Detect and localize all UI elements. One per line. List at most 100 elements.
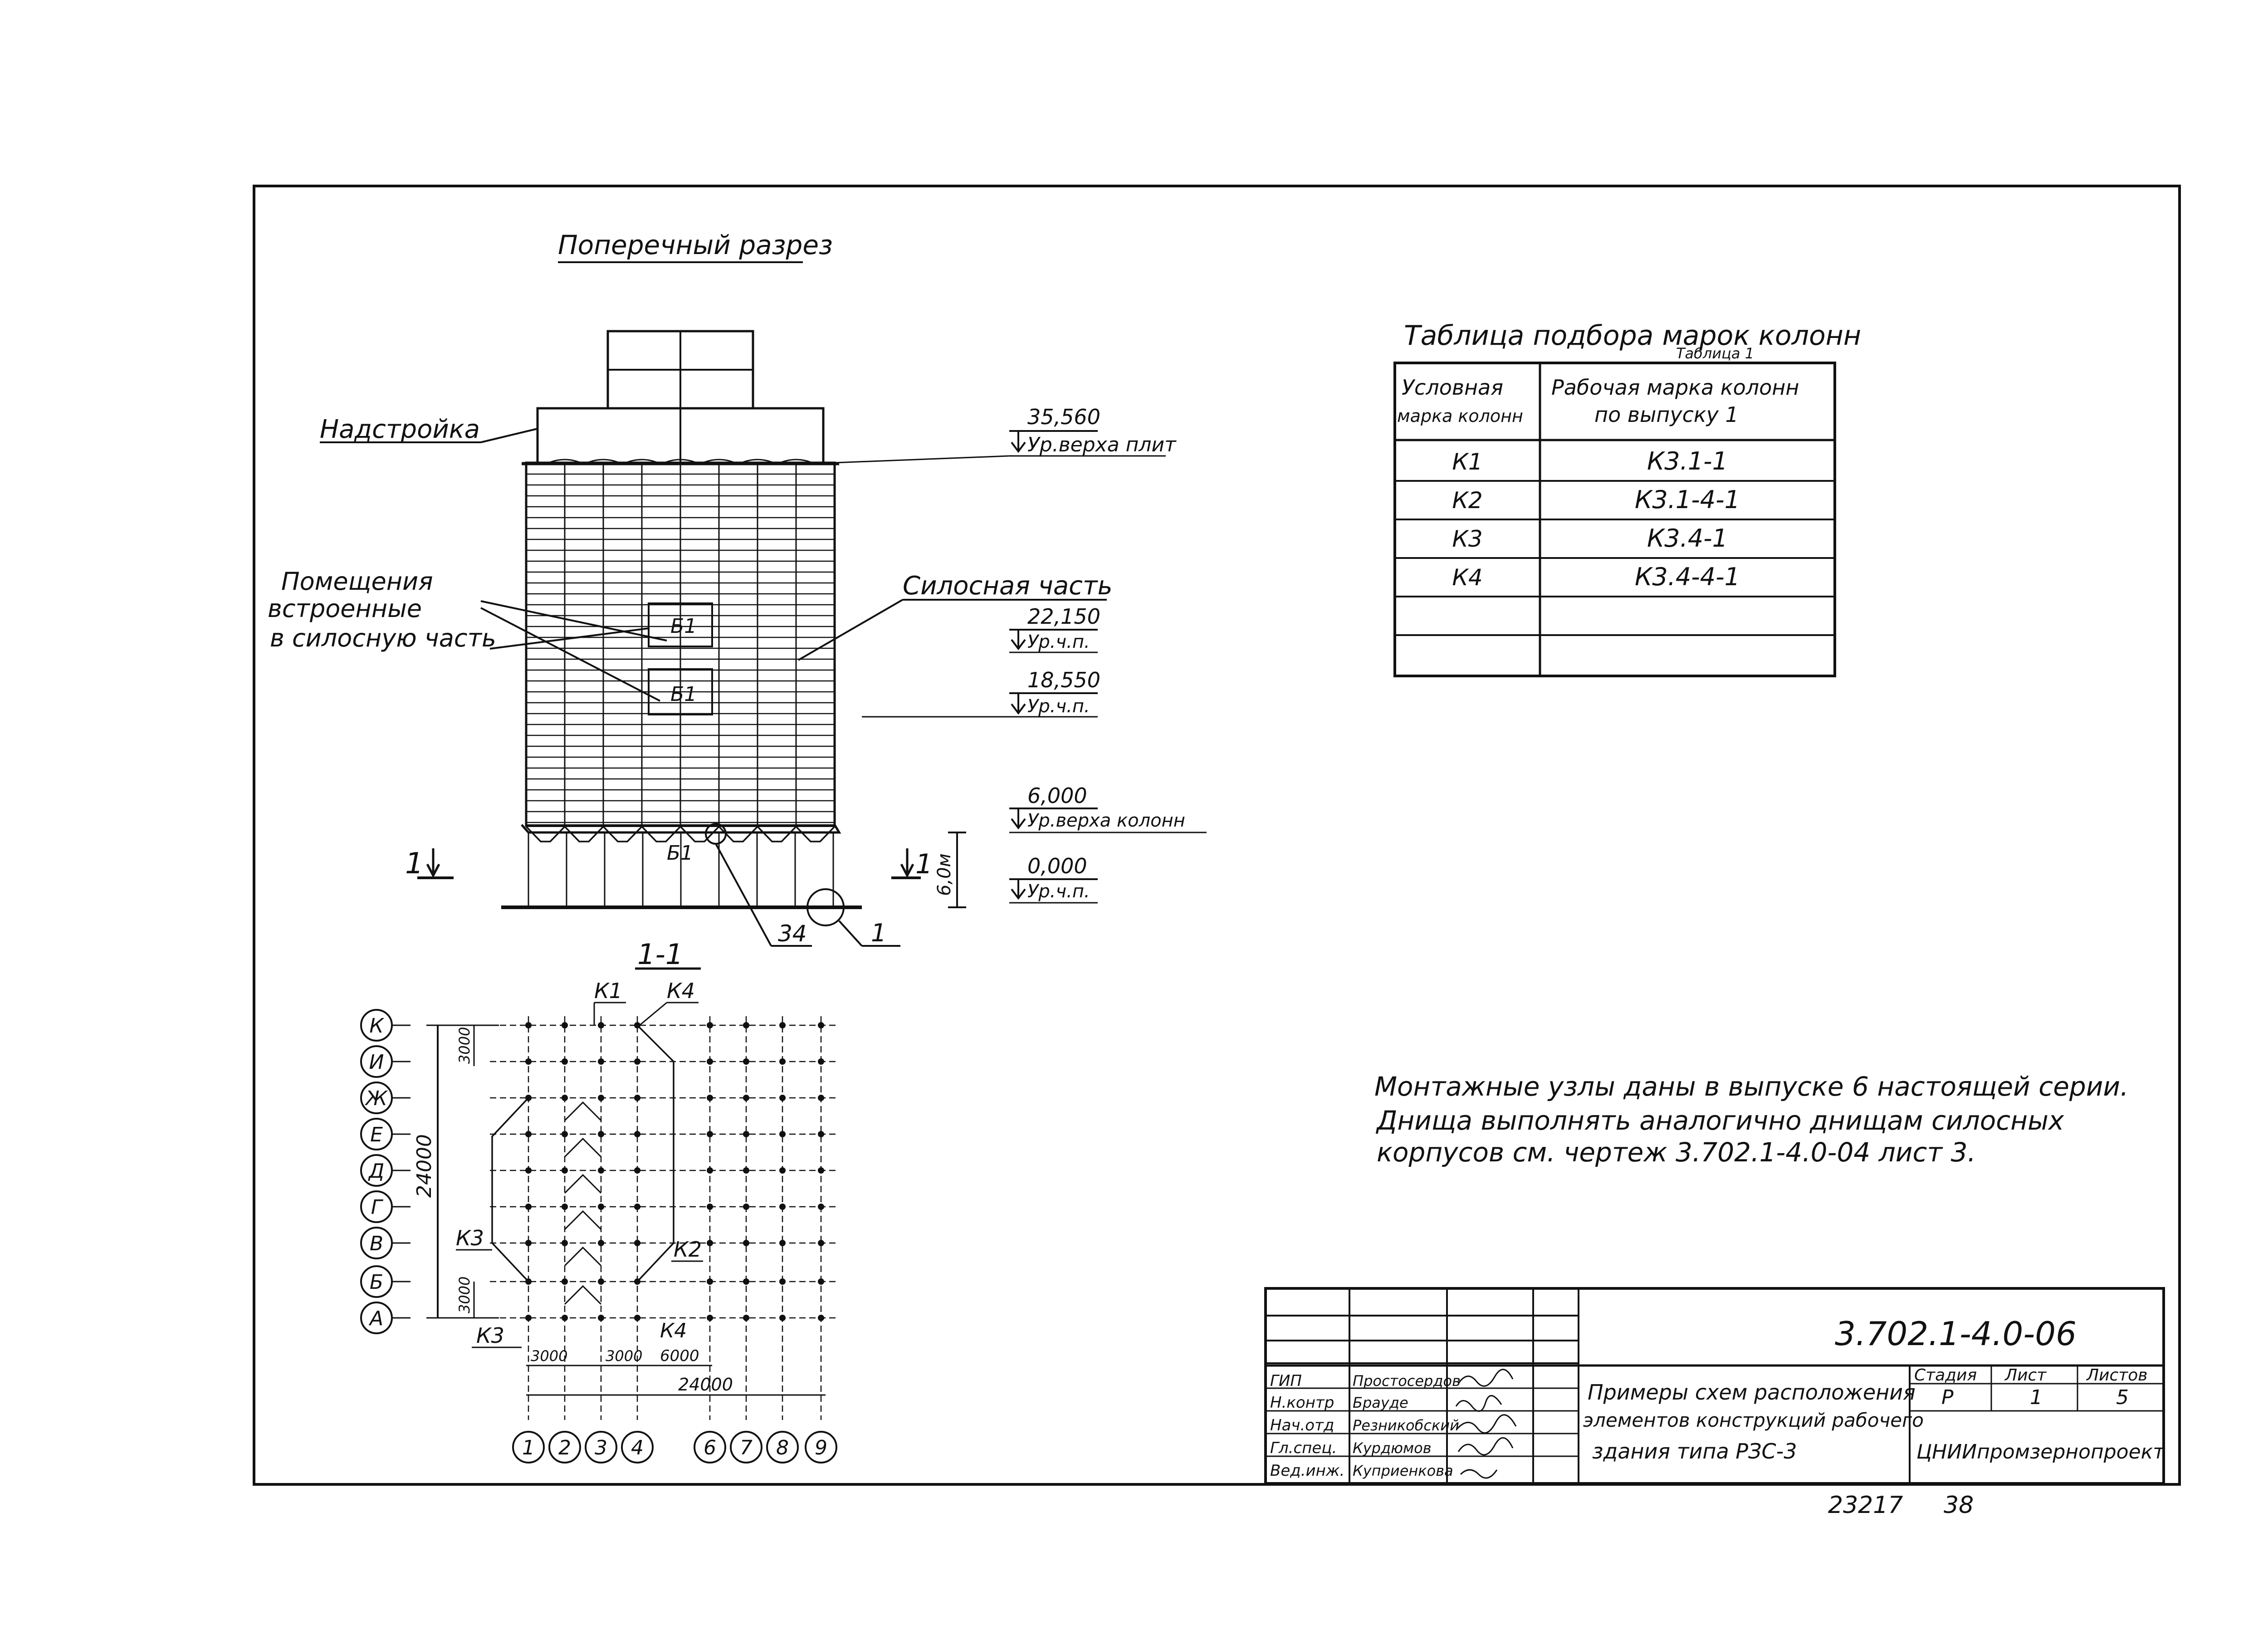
elevation-22150: 22,150 Ур.ч.п. (1009, 604, 1100, 653)
elevation-value: 22,150 (1027, 604, 1100, 629)
column-axis-label: 6 (704, 1436, 716, 1459)
mark-k3-bottom: К3 (476, 1323, 504, 1348)
table-cell-mark: К1 (1452, 449, 1482, 475)
inventory-number: 23217 (1828, 1492, 1903, 1519)
cut-marker-left: 1 (405, 847, 424, 881)
column-axis-bubble (766, 1431, 799, 1463)
table-cell-working-mark: К3.4-1 (1647, 524, 1728, 553)
node-34-label: 34 (778, 920, 807, 947)
table-cell-working-mark: К3.1-1 (1647, 447, 1728, 475)
node-1-label: 1 (871, 919, 886, 947)
sheet-label: Лист (2004, 1366, 2047, 1385)
column-axis-bubble (730, 1431, 763, 1463)
elevation-note: Ур.верха колонн (1027, 810, 1185, 831)
label-superstructure: Надстройка (320, 415, 480, 444)
elevation-6000: 6,000 Ур.верха колонн (1009, 783, 1207, 833)
row-axis-label: Г (371, 1196, 384, 1219)
silo-grid (522, 459, 839, 826)
description-line-3: здания типа РЗС-3 (1592, 1439, 1797, 1463)
description-line-1: Примеры схем расположения (1588, 1380, 1916, 1405)
mark-k1: К1 (594, 979, 622, 1003)
row-axis-label: А (368, 1307, 383, 1330)
section-title: Поперечный разрез (558, 230, 833, 260)
elevation-0000: 0,000 Ур.ч.п. (1009, 854, 1098, 904)
column-axis-label: 7 (740, 1436, 753, 1459)
document-code: 3.702.1-4.0-06 (1835, 1315, 2077, 1353)
column-axis-label: 8 (776, 1436, 789, 1459)
role-3: Гл.спец. (1270, 1439, 1337, 1457)
row-axis-label: К (369, 1014, 384, 1038)
table-subtitle: Таблица 1 (1676, 345, 1754, 362)
elevation-note: Ур.ч.п. (1027, 696, 1090, 717)
label-rooms-3: в силосную часть (270, 624, 496, 652)
table-cell-mark: К4 (1452, 564, 1482, 591)
plan-grid (490, 1016, 839, 1420)
name-4: Куприенкова (1353, 1462, 1453, 1479)
room-mark-lower: Б1 (670, 683, 697, 706)
role-4: Вед.инж. (1270, 1462, 1344, 1480)
elevation-note: Ур.верха плит (1027, 433, 1177, 456)
plan-title: 1-1 (637, 938, 683, 971)
role-1: Н.контр (1270, 1394, 1334, 1412)
elevation-value: 18,550 (1027, 668, 1100, 692)
column-axis-label: 3 (595, 1436, 607, 1459)
row-axis-label: Ж (364, 1087, 388, 1110)
room-mark-bottom: Б1 (667, 842, 693, 865)
elevation-value: 0,000 (1027, 854, 1087, 878)
table-cell-mark: К2 (1452, 487, 1482, 514)
node-1-circle (807, 888, 845, 926)
page-number: 38 (1944, 1492, 1974, 1519)
name-2: Резникобский (1353, 1417, 1459, 1434)
header-col2-line1: Рабочая марка колонн (1551, 375, 1799, 400)
sheet-frame (253, 185, 2181, 1486)
room-box-upper (648, 602, 713, 647)
sheet-value: 1 (2030, 1386, 2043, 1409)
table-title: Таблица подбора марок колонн (1404, 320, 1861, 352)
cross-section: Поперечный разрез Б1 Б1 Б1 34 1 1 (268, 230, 1207, 947)
note-line-3: корпусов см. чертеж 3.702.1-4.0-04 лист … (1377, 1137, 1976, 1168)
column-axis-label: 1 (522, 1436, 535, 1459)
hopper-row (521, 824, 841, 907)
column-axis-bubble (512, 1431, 545, 1463)
name-1: Брауде (1353, 1394, 1408, 1411)
table-cell-working-mark: К3.4-4-1 (1635, 563, 1740, 591)
room-mark-upper: Б1 (670, 615, 697, 638)
label-silo-part: Силосная часть (903, 571, 1113, 601)
column-axis-bubble (694, 1431, 726, 1463)
stage-label: Стадия (1914, 1366, 1977, 1385)
column-axis-bubble (805, 1431, 837, 1463)
header-col2-line2: по выпуску 1 (1594, 402, 1739, 427)
sheets-label: Листов (2086, 1366, 2147, 1385)
dim-vertical-bottom: 3000 (456, 1277, 473, 1313)
row-axis-label: Б (370, 1271, 383, 1294)
signatures (1455, 1369, 1517, 1479)
mark-k3-left: К3 (456, 1226, 484, 1250)
cut-marker-right: 1 (915, 848, 933, 880)
role-2: Нач.отд (1270, 1416, 1334, 1434)
title-block: 3.702.1-4.0-06 ГИП Н.контр Нач.отд Гл.сп… (1264, 1287, 2165, 1485)
dim-vertical-top: 3000 (456, 1027, 473, 1064)
role-0: ГИП (1270, 1372, 1302, 1390)
elevation-18550: 18,550 Ур.ч.п. (862, 668, 1100, 718)
notes: Монтажные узлы даны в выпуске 6 настояще… (1374, 1071, 2129, 1168)
table-cell-mark: К3 (1452, 526, 1482, 552)
row-axis-label: И (369, 1051, 384, 1074)
elevation-note: Ур.ч.п. (1027, 631, 1090, 652)
column-axis-label: 2 (558, 1436, 571, 1459)
dim-h-total: 24000 (678, 1375, 733, 1395)
name-3: Курдюмов (1353, 1439, 1432, 1457)
label-rooms-1: Помещения (281, 567, 433, 596)
note-line-1: Монтажные узлы даны в выпуске 6 настояще… (1374, 1071, 2129, 1102)
elevation-value: 6,000 (1027, 783, 1087, 808)
organization: ЦНИИпромзернопроект (1916, 1440, 2165, 1463)
row-axis-label: Е (370, 1123, 383, 1146)
mark-k4-bottom: К4 (660, 1319, 687, 1342)
stage-value: Р (1941, 1386, 1954, 1409)
elevation-35560: 35,560 Ур.верха плит (834, 405, 1177, 464)
dim-h-6000: 6000 (660, 1347, 699, 1365)
row-axis-label: В (370, 1232, 383, 1255)
elevation-value: 35,560 (1027, 405, 1100, 429)
